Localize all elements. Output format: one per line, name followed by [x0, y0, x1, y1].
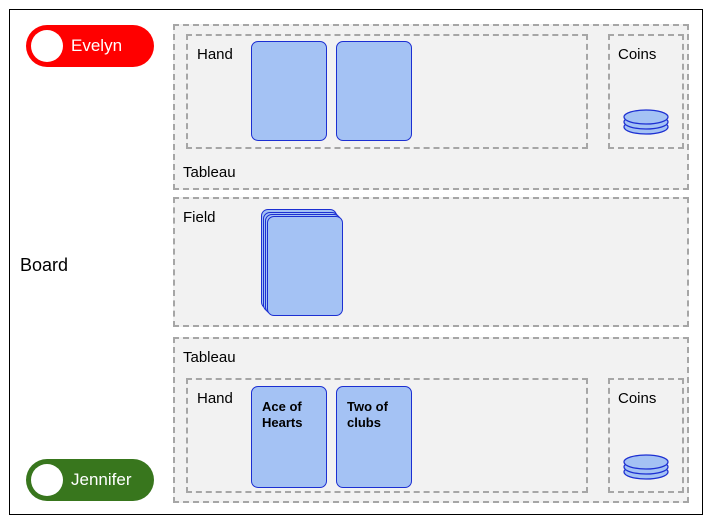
card-label: Ace of Hearts — [262, 399, 303, 430]
board-label: Board — [20, 255, 69, 275]
tableau-label: Tableau — [183, 164, 236, 181]
player-name: Evelyn — [71, 36, 123, 55]
hand-label: Hand — [197, 390, 233, 407]
card-label: Two of clubs — [347, 399, 388, 430]
avatar — [31, 464, 63, 496]
tableau-label: Tableau — [183, 349, 236, 366]
hand-card[interactable] — [336, 41, 412, 141]
player-badge-evelyn[interactable]: Evelyn — [26, 25, 154, 67]
player-name: Jennifer — [71, 470, 132, 489]
deck-card-top[interactable] — [267, 216, 343, 316]
field-zone: Field — [173, 197, 689, 327]
hand-card[interactable] — [251, 41, 327, 141]
card-ace-of-hearts[interactable]: Ace of Hearts — [251, 386, 327, 488]
coins-label: Coins — [618, 390, 657, 407]
coins-label: Coins — [618, 46, 657, 63]
card-two-of-clubs[interactable]: Two of clubs — [336, 386, 412, 488]
field-label: Field — [183, 209, 216, 226]
avatar — [31, 30, 63, 62]
player-badge-jennifer[interactable]: Jennifer — [26, 459, 154, 501]
hand-label: Hand — [197, 46, 233, 63]
